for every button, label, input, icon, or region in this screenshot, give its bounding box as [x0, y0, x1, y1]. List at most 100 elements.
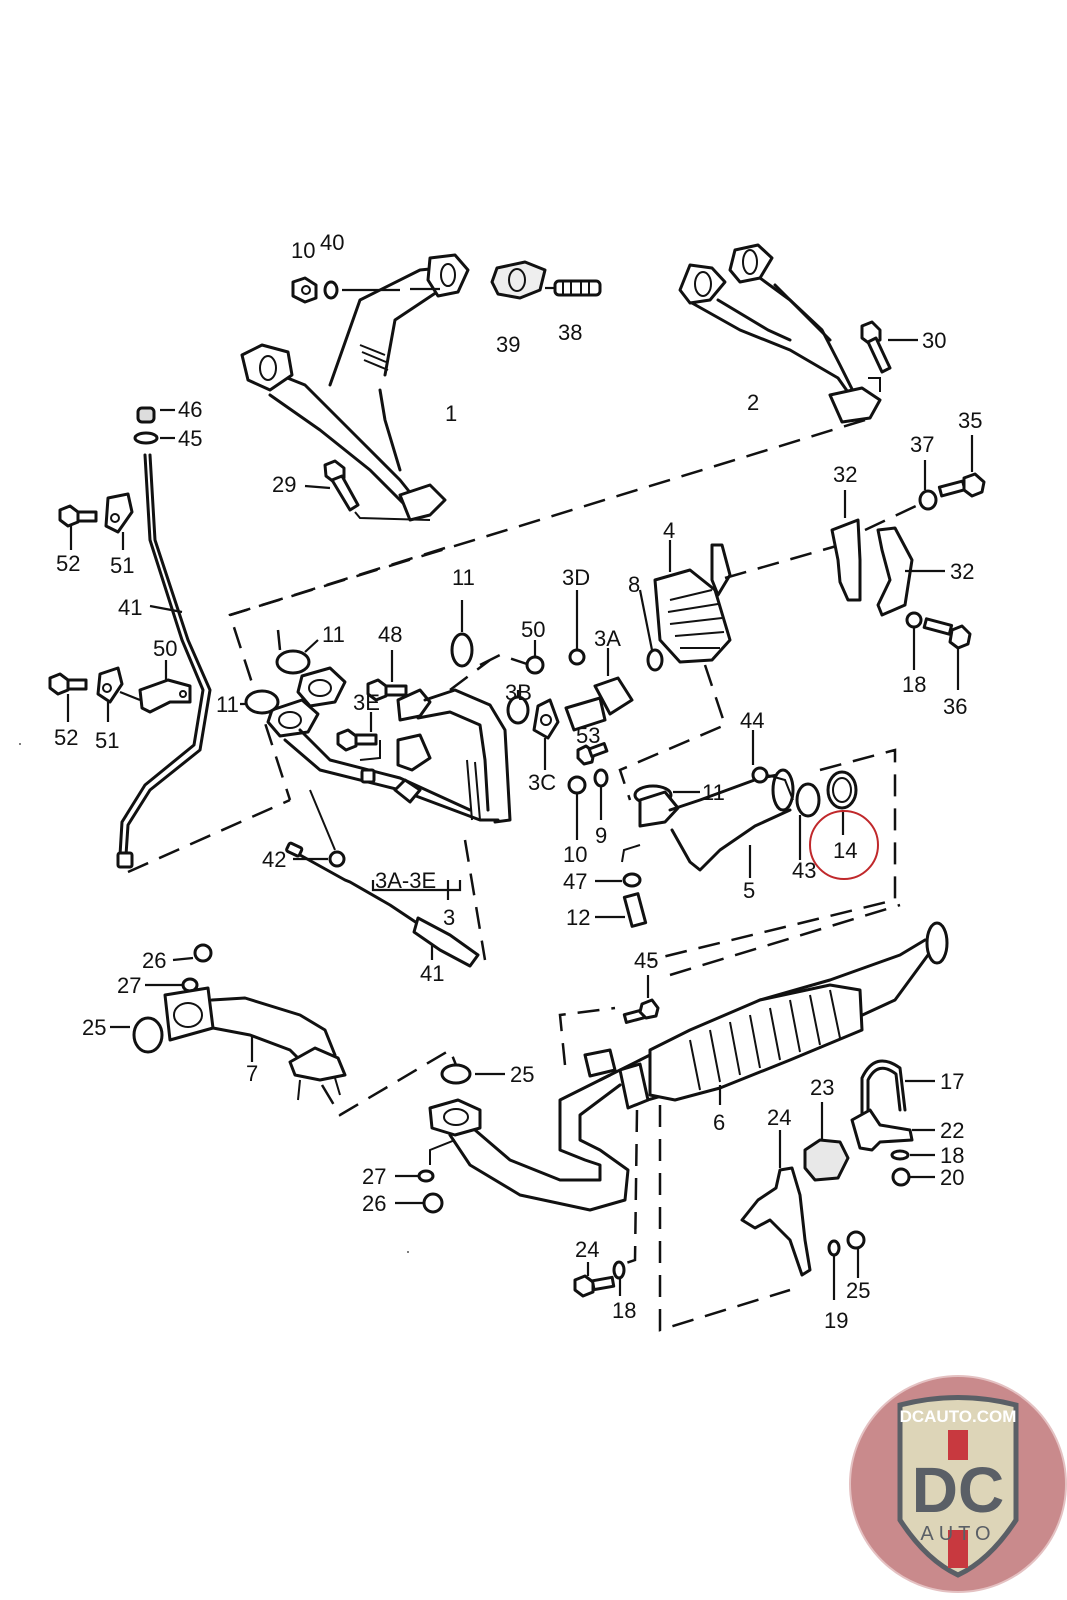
- callout-11: 11: [702, 780, 725, 805]
- part-25-gasket-left[interactable]: [132, 1016, 164, 1054]
- part-18-washer-right[interactable]: [890, 1149, 910, 1161]
- part-14-seal-ring[interactable]: [826, 770, 858, 810]
- callout-35: 38: [558, 320, 582, 345]
- callout-46: 47: [563, 869, 587, 894]
- part-36-gasket[interactable]: [490, 260, 547, 300]
- callout-52: 52: [54, 725, 78, 750]
- logo-site-text: DCAUTO.COM: [900, 1407, 1017, 1426]
- callout-45: 46: [178, 397, 202, 422]
- part-9-washer[interactable]: [593, 768, 609, 788]
- callout-37: 40: [320, 230, 344, 255]
- part-20-bracket[interactable]: [850, 1108, 914, 1152]
- callout-19: 20: [940, 1165, 964, 1190]
- part-18-washer-upper[interactable]: [905, 611, 923, 629]
- part-25-gasket-right[interactable]: [440, 1063, 472, 1085]
- part-10-nut[interactable]: [291, 276, 318, 304]
- part-27-washer-lower[interactable]: [417, 1169, 435, 1183]
- part-35-stud[interactable]: [553, 279, 602, 297]
- callout-39: 41: [420, 961, 444, 986]
- part-50-bracket[interactable]: [138, 678, 192, 714]
- part-17-u-bolt[interactable]: [860, 1059, 907, 1117]
- part-33-washer[interactable]: [918, 489, 938, 511]
- part-51-clamp-upper[interactable]: [104, 492, 134, 534]
- part-3-manifold[interactable]: [266, 666, 512, 824]
- part-47-bolt[interactable]: [366, 678, 408, 702]
- part-26-nut-upper[interactable]: [193, 943, 213, 963]
- callout-32: 36: [943, 694, 967, 719]
- part-41-clamp[interactable]: [795, 782, 821, 818]
- part-46-washer[interactable]: [622, 872, 642, 888]
- logo-sub-text: AUTO: [920, 1523, 995, 1545]
- part-38-sensor-lead[interactable]: [116, 453, 212, 869]
- callout-52: 52: [56, 551, 80, 576]
- part-52-bolt-upper[interactable]: [58, 504, 98, 528]
- part-11-gasket-b[interactable]: [244, 689, 280, 715]
- part-42-plug[interactable]: [751, 766, 769, 784]
- part-26-nut-lower[interactable]: [422, 1192, 444, 1214]
- callout-6: 6: [713, 1110, 725, 1135]
- part-24-nut[interactable]: [846, 1230, 866, 1250]
- part-11-gasket-a[interactable]: [275, 649, 311, 675]
- part-44-grommet[interactable]: [133, 431, 159, 445]
- callout-14: 14: [833, 838, 857, 863]
- part-53-bolt[interactable]: [576, 742, 609, 766]
- callout-11: 11: [322, 622, 345, 647]
- part-29-bolt-right[interactable]: [860, 320, 892, 374]
- part-21-rubber-mount[interactable]: [803, 1138, 850, 1182]
- callout-27: 27: [362, 1164, 386, 1189]
- callout-3d: 3D: [562, 565, 590, 590]
- part-11-gasket-c[interactable]: [450, 632, 474, 668]
- callout-18: 18: [902, 672, 926, 697]
- part-8-ring[interactable]: [646, 648, 664, 672]
- callout-25: 25: [82, 1015, 106, 1040]
- part-30-bracket[interactable]: [830, 518, 862, 602]
- part-18-washer-left[interactable]: [612, 1260, 626, 1280]
- callout-7: 7: [246, 1061, 258, 1086]
- callout-31: 32: [950, 559, 974, 584]
- part-18-washer-bottom[interactable]: [827, 1239, 841, 1257]
- part-37-washer[interactable]: [323, 280, 339, 300]
- part-3a-pipe[interactable]: [564, 676, 634, 732]
- callout-3: 3: [443, 905, 455, 930]
- callout-8: 8: [628, 572, 640, 597]
- part-52-bolt-lower[interactable]: [48, 672, 88, 696]
- callout-21: 23: [810, 1075, 834, 1100]
- dcauto-logo[interactable]: DCAUTO.COM DC AUTO: [849, 1375, 1067, 1593]
- part-7-pipe[interactable]: [163, 986, 347, 1101]
- part-6-catalytic-converter[interactable]: [583, 921, 949, 1110]
- part-1-y-pipe[interactable]: [240, 253, 470, 522]
- callout-25: 25: [510, 1062, 534, 1087]
- callout-3b: 3B: [505, 680, 532, 705]
- part-3e-bolt[interactable]: [336, 728, 378, 752]
- part-32-bolt-upper[interactable]: [937, 472, 986, 498]
- part-40-nut[interactable]: [328, 850, 346, 868]
- part-10-nut-mid[interactable]: [567, 775, 587, 795]
- part-12-bolt[interactable]: [622, 892, 648, 928]
- callout-9: 9: [595, 823, 607, 848]
- part-2-pipe-pair[interactable]: [678, 243, 882, 424]
- part-22-hanger[interactable]: [740, 1166, 812, 1277]
- callout-18: 18: [612, 1298, 636, 1323]
- part-31-shield[interactable]: [876, 526, 914, 617]
- part-51-clamp-lower[interactable]: [96, 666, 124, 704]
- front-pipe[interactable]: [428, 1073, 630, 1212]
- part-3c-flange[interactable]: [532, 698, 560, 740]
- callout-20: 22: [940, 1118, 964, 1143]
- part-45-cap[interactable]: [136, 406, 156, 424]
- part-32-bolt-lower[interactable]: [922, 617, 972, 650]
- callout-22: 24: [767, 1105, 791, 1130]
- part-43-bolt[interactable]: [622, 998, 660, 1024]
- part-48-nut[interactable]: [525, 655, 545, 675]
- callout-1: 1: [445, 401, 457, 426]
- callout-29: 30: [922, 328, 946, 353]
- callout-5: 5: [743, 878, 755, 903]
- part-4-housing[interactable]: [653, 543, 732, 664]
- part-29-bolt-left[interactable]: [323, 459, 360, 512]
- callout-12: 12: [566, 905, 590, 930]
- part-39-o2-sensor[interactable]: [285, 841, 480, 968]
- part-3d-nut[interactable]: [568, 648, 586, 666]
- part-19-nut[interactable]: [891, 1167, 911, 1187]
- part-3e-plug[interactable]: [360, 768, 376, 784]
- part-23-bolt[interactable]: [573, 1274, 616, 1298]
